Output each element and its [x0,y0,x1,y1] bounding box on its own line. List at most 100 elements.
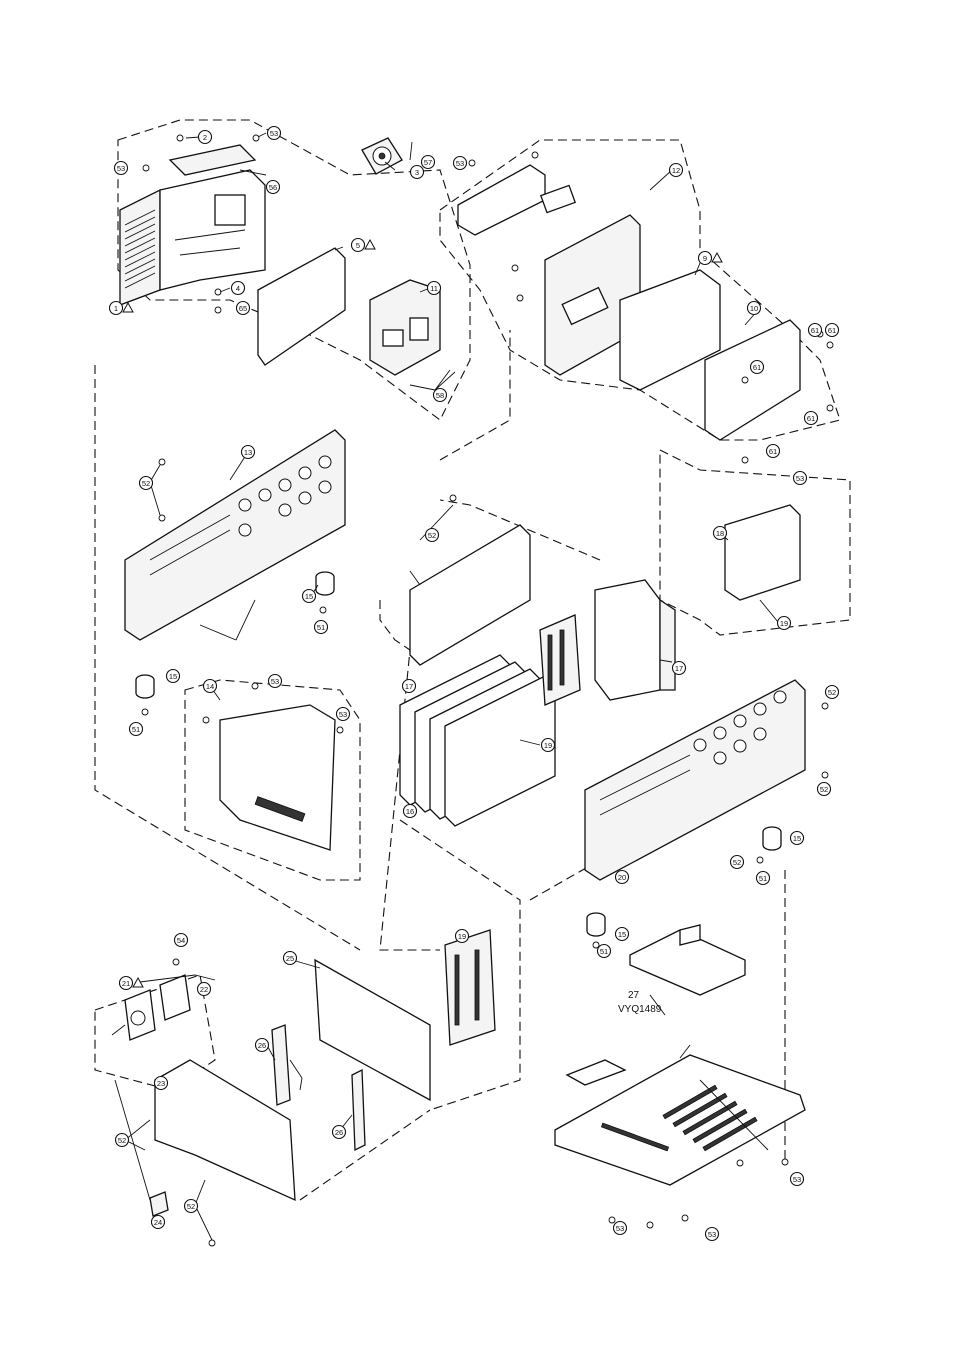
warning-triangle-icon [123,303,133,312]
callout-18: 18 [714,527,727,540]
callout-label: 61 [828,326,836,335]
bottom-card-frame [445,930,495,1045]
callout-53: 53 [614,1222,627,1235]
callout-label: 53 [616,1224,624,1233]
callout-65: 65 [237,302,250,315]
callout-51: 51 [757,872,770,885]
insulator-sheet [258,248,345,365]
callout-13: 13 [242,446,255,459]
callout-52: 52 [826,686,839,699]
callout-label: 53 [270,129,278,138]
rubber-foot-c [763,827,781,850]
callout-label: 52 [142,479,150,488]
callout-16: 16 [404,805,417,818]
callout-53: 53 [115,162,128,175]
callout-9: 9 [699,252,723,265]
callout-label: 53 [796,474,804,483]
callout-53: 53 [337,708,350,721]
callout-label: 22 [200,985,208,994]
callout-12: 12 [670,164,683,177]
rubber-foot-b [136,675,154,698]
callout-54: 54 [175,934,188,947]
rubber-foot-d [587,913,605,936]
callout-label: 18 [716,529,724,538]
callout-label: 16 [406,807,414,816]
callout-22: 22 [198,983,211,996]
callout-58: 58 [434,389,447,402]
callout-label: 61 [769,447,777,456]
cooling-fan [362,138,402,174]
callout-label: 52 [820,785,828,794]
callout-label: 19 [780,619,788,628]
callout-label: 57 [424,158,432,167]
callout-label: 17 [405,682,413,691]
callout-53: 53 [269,675,282,688]
callout-26: 26 [333,1126,346,1139]
callout-26: 26 [256,1039,269,1052]
callout-label: 53 [339,710,347,719]
callout-label: 52 [428,531,436,540]
callout-52: 52 [116,1134,129,1147]
outline-mid-link [440,330,510,460]
callout-53: 53 [791,1173,804,1186]
callout-label: 51 [759,874,767,883]
callout-label: 25 [286,954,294,963]
callout-label: 3 [415,168,419,177]
callout-61: 61 [826,324,839,337]
callout-label: 58 [436,391,444,400]
callout-label: 52 [733,858,741,867]
callout-2: 2 [199,131,212,144]
guide-rail-b [352,1070,365,1150]
callout-51: 51 [315,621,328,634]
rubber-foot-a [316,572,334,595]
power-supply-chassis [120,145,265,305]
callout-label: 19 [544,741,552,750]
callout-label: 20 [618,873,626,882]
callout-label: 53 [271,677,279,686]
callout-label: 52 [187,1202,195,1211]
callout-15: 15 [167,670,180,683]
callout-11: 11 [428,282,441,295]
part-code-vyq1489: VYQ1489 [618,1004,662,1015]
center-chassis [315,960,430,1100]
callout-61: 61 [767,445,780,458]
callout-14: 14 [204,680,217,693]
bracket-27 [630,925,745,995]
callout-15: 15 [303,590,316,603]
callout-61: 61 [805,412,818,425]
left-chassis-rail [125,430,345,640]
callout-label: 26 [335,1128,343,1137]
lower-frame [155,1060,295,1200]
callout-label: 54 [177,936,185,945]
callout-label: 5 [356,241,360,250]
callout-label: 12 [672,166,680,175]
callout-label: 26 [258,1041,266,1050]
guide-rail-a [272,1025,290,1105]
callout-61: 61 [809,324,822,337]
callout-53: 53 [706,1228,719,1241]
callout-53: 53 [794,472,807,485]
callout-57: 57 [422,156,435,169]
clip [150,1192,168,1216]
callout-label: 53 [117,164,125,173]
warning-triangle-icon [133,978,143,987]
callout-label: 23 [157,1079,165,1088]
callout-label: 11 [430,284,438,293]
callout-label: 61 [753,363,761,372]
callout-24: 24 [152,1216,165,1229]
callout-17: 17 [403,680,416,693]
callout-52: 52 [185,1200,198,1213]
callout-label: 51 [132,725,140,734]
warning-triangle-icon [365,240,375,249]
callout-52: 52 [731,856,744,869]
callout-53: 53 [454,157,467,170]
warning-triangle-icon [712,253,722,262]
callout-21: 21 [120,977,144,990]
callout-label: 1 [114,304,118,313]
callout-52: 52 [426,529,439,542]
callout-label: 13 [244,448,252,457]
callout-label: 53 [793,1175,801,1184]
callout-23: 23 [155,1077,168,1090]
callout-53: 53 [268,127,281,140]
